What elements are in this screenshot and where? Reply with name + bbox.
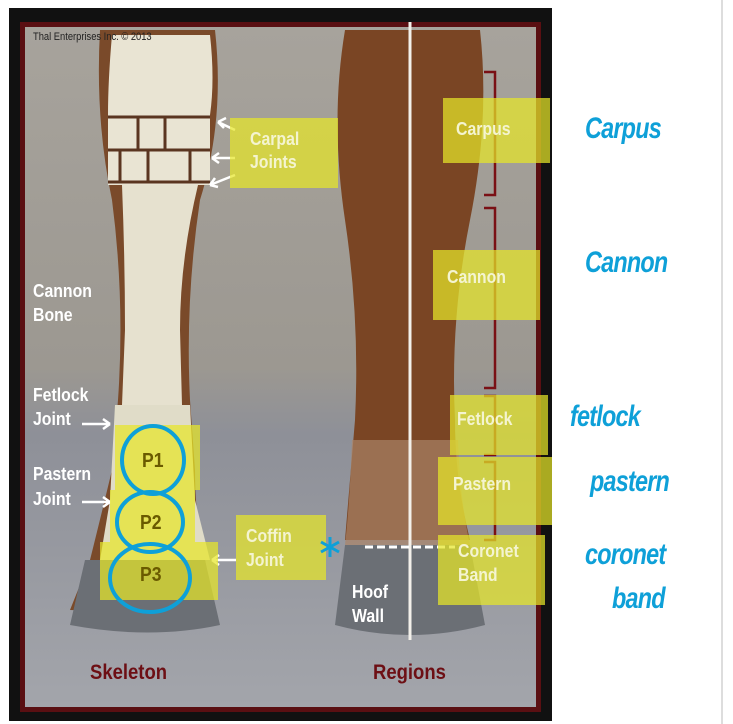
label-p1: P1: [142, 450, 164, 472]
highlight-cannon: [433, 250, 540, 320]
circle-p1: [120, 424, 186, 496]
circle-p2: [115, 490, 185, 554]
label-hoof: Hoof: [352, 582, 389, 602]
label-fetlock-region: Fetlock: [457, 409, 513, 429]
highlight-carpal: [230, 118, 338, 188]
caption-regions: Regions: [373, 661, 446, 684]
highlight-carpus: [443, 98, 550, 163]
label-pastern: Pastern: [33, 464, 92, 484]
label-carpus: Carpus: [456, 119, 511, 139]
label-coronet: Coronet: [458, 541, 519, 561]
highlight-pastern: [438, 457, 552, 525]
label-wall: Wall: [352, 606, 384, 626]
highlight-coronet: [438, 535, 545, 605]
label-carpal: Carpal: [250, 129, 300, 149]
label-p2: P2: [140, 512, 162, 534]
label-pastern-region: Pastern: [453, 474, 512, 494]
carpal-bones: [108, 35, 213, 185]
asterisk-icon: [320, 537, 340, 557]
label-cannon: Cannon: [33, 281, 92, 301]
circle-p3: [108, 542, 192, 614]
label-coffin: Coffin: [246, 526, 292, 546]
cannon-bone: [122, 185, 198, 405]
label-fetlock: Fetlock: [33, 385, 89, 405]
label-coffin-joint: Joint: [246, 550, 284, 570]
highlight-coffin: [236, 515, 326, 580]
label-bone: Bone: [33, 305, 73, 325]
handwritten-carpus: Carpus: [585, 112, 662, 145]
label-joints: Joints: [250, 152, 297, 172]
label-fetlock-joint: Joint: [33, 409, 71, 429]
handwritten-cannon: Cannon: [585, 246, 668, 279]
handwritten-band: band: [612, 582, 666, 615]
handwritten-coronet: coronet: [585, 538, 666, 571]
label-p3: P3: [140, 564, 162, 586]
copyright-text: Thal Enterprises Inc. © 2013: [33, 31, 152, 43]
carpal-joint-lines: [108, 115, 210, 184]
highlight-fetlock: [450, 395, 548, 455]
page-edge-divider: [721, 0, 723, 724]
handwritten-pastern: pastern: [590, 465, 670, 498]
label-band: Band: [458, 565, 498, 585]
caption-skeleton: Skeleton: [90, 661, 168, 684]
handwritten-fetlock: fetlock: [570, 400, 641, 433]
label-cannon-region: Cannon: [447, 267, 506, 287]
label-pastern-joint: Joint: [33, 489, 71, 509]
